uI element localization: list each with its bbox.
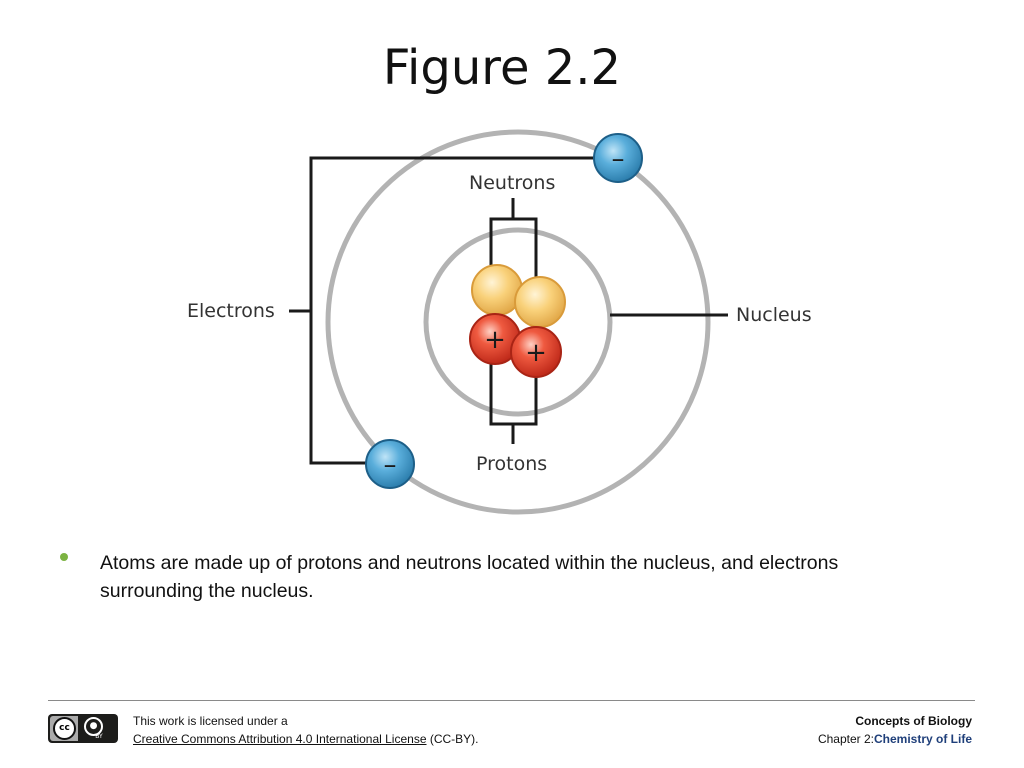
- electrons-label: Electrons: [187, 300, 275, 322]
- neutron: [471, 264, 523, 316]
- electron: –: [365, 439, 415, 489]
- svg-text:–: –: [612, 144, 625, 174]
- neutrons-leader: [489, 198, 538, 282]
- bullet-icon: [60, 553, 68, 561]
- person-icon: ●: [84, 717, 103, 736]
- svg-text:+: +: [484, 325, 506, 355]
- book-title: Concepts of Biology: [855, 714, 972, 728]
- svg-text:+: +: [525, 338, 547, 368]
- cc-icon: cc: [53, 717, 76, 740]
- protons-label: Protons: [476, 453, 547, 475]
- nucleus: + +: [469, 264, 566, 378]
- outer-orbit: [325, 129, 711, 515]
- by-label: BY: [95, 733, 103, 740]
- electron: –: [593, 133, 643, 183]
- nucleus-label: Nucleus: [736, 304, 812, 326]
- license-prefix: This work is licensed under a: [133, 714, 288, 728]
- proton: +: [510, 326, 562, 378]
- slide-title: Figure 2.2: [382, 40, 622, 96]
- chapter-label: Chapter 2:: [817, 732, 874, 746]
- footer-divider: [48, 700, 975, 701]
- course-info: Concepts of Biology Chapter 2:Chemistry …: [818, 712, 972, 748]
- neutrons-label: Neutrons: [469, 172, 555, 194]
- neutron: [514, 276, 566, 328]
- svg-text:–: –: [384, 450, 397, 480]
- license-notice: This work is licensed under a Creative C…: [133, 712, 479, 748]
- protons-leader: [489, 360, 538, 444]
- chapter-topic: Chemistry of Life: [873, 732, 972, 746]
- license-suffix: (CC-BY).: [426, 732, 479, 746]
- inner-orbit: [423, 227, 613, 417]
- electrons-leader: [289, 156, 597, 465]
- bullet-text: Atoms are made up of protons and neutron…: [100, 552, 839, 602]
- cc-by-badge[interactable]: cc ● BY: [48, 714, 118, 743]
- license-link[interactable]: Creative Commons Attribution 4.0 Interna…: [133, 732, 427, 746]
